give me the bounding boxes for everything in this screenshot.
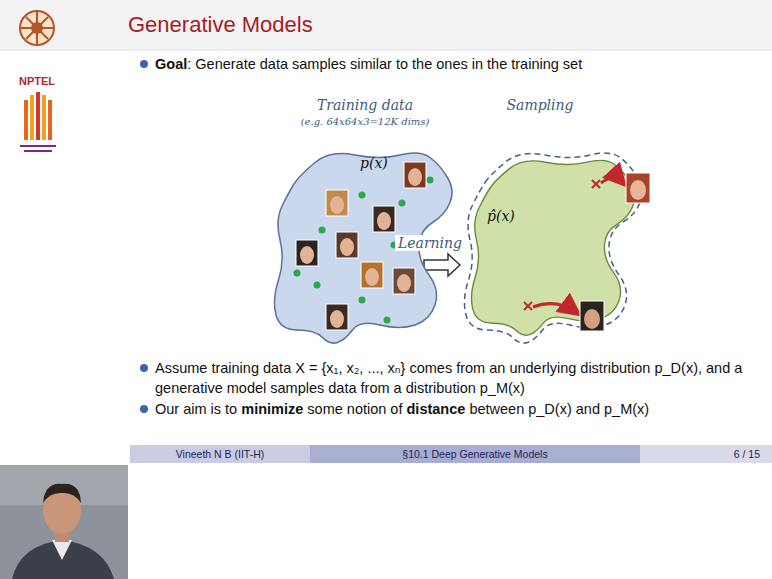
bullet-goal: Goal: Generate data samples similar to t… bbox=[155, 54, 755, 74]
bullet-assume: Assume training data X = {x₁, x₂, ..., x… bbox=[155, 358, 755, 398]
header-bar bbox=[0, 0, 772, 50]
distribution-label: p(x) bbox=[360, 155, 388, 171]
bullet-text: Assume training data X = {x₁, x₂, ..., x… bbox=[155, 360, 742, 396]
training-data-region: Training data(e.g. 64x64x3=12K dims)p(x) bbox=[262, 95, 422, 350]
slide-title: Generative Models bbox=[128, 12, 772, 38]
bullet-aim: Our aim is tominimizesome notion of dista… bbox=[155, 399, 755, 419]
header-rule bbox=[0, 50, 772, 51]
keyword-bold: distance bbox=[407, 401, 466, 417]
bullet-markers bbox=[140, 60, 148, 413]
nptel-logo bbox=[20, 11, 54, 45]
footer-right bbox=[640, 445, 772, 463]
logo-text: NPTEL bbox=[19, 75, 772, 87]
footer-center bbox=[310, 445, 640, 463]
bullet-text: : Generate data samples similar to the o… bbox=[187, 56, 582, 72]
keyword-bold: minimize bbox=[241, 401, 303, 417]
iith-logo bbox=[20, 92, 56, 152]
bullet-text: Our aim is to bbox=[155, 401, 237, 417]
footer-text: §10.1 Deep Generative Models bbox=[402, 448, 547, 460]
region-heading: Training data bbox=[265, 97, 465, 113]
footer-text: Vineeth N B (IIT-H) bbox=[176, 448, 265, 460]
hollow-arrow bbox=[424, 254, 460, 276]
keyword-bold: Goal bbox=[155, 56, 187, 72]
bullet-text: some notion of bbox=[307, 401, 402, 417]
region-outline bbox=[262, 95, 422, 350]
footer-author: Vineeth N B (IIT-H) bbox=[130, 445, 310, 463]
region-heading: Sampling bbox=[462, 97, 618, 113]
presenter-video bbox=[0, 465, 128, 579]
footer-page: 6 / 15 bbox=[640, 445, 760, 463]
title-text: Generative Models bbox=[128, 12, 313, 37]
footer-left bbox=[130, 445, 310, 463]
edge-label: Learning bbox=[395, 235, 465, 251]
region-subheading: (e.g. 64x64x3=12K dims) bbox=[265, 116, 465, 127]
footer-section: §10.1 Deep Generative Models bbox=[310, 445, 640, 463]
region-outline bbox=[462, 95, 652, 350]
bullet-text: between p_D(x) and p_M(x) bbox=[469, 401, 649, 417]
logo-label: NPTEL bbox=[19, 75, 55, 87]
sampling-region: Sampling p̂(x) bbox=[462, 95, 652, 350]
footer-text: 6 / 15 bbox=[734, 448, 760, 460]
distribution-label: p̂(x) bbox=[487, 208, 515, 224]
